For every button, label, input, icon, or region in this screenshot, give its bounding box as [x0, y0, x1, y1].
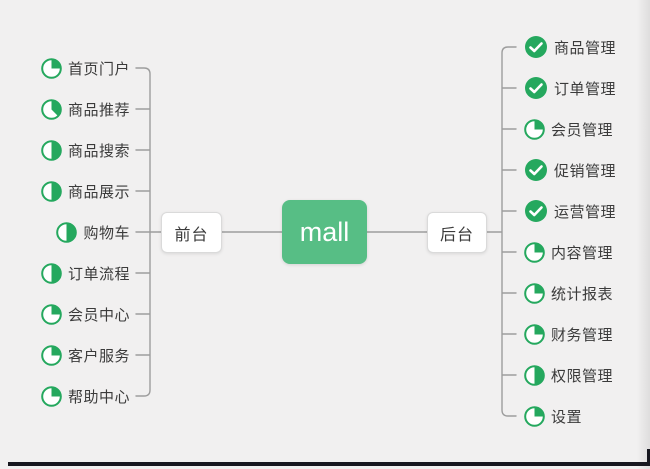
- progress-pie-icon: [41, 262, 62, 284]
- mindmap-topic[interactable]: 帮助中心: [41, 383, 130, 409]
- mindmap-topic[interactable]: 权限管理: [524, 362, 613, 388]
- branch-node-label: 后台: [439, 226, 474, 244]
- mindmap-topic[interactable]: 订单管理: [524, 75, 616, 101]
- mindmap-topic[interactable]: 商品搜索: [41, 137, 130, 163]
- progress-pie-icon: [524, 323, 545, 345]
- window-edge-bottom: [8, 462, 650, 466]
- progress-pie-icon: [41, 98, 62, 120]
- topic-label: 帮助中心: [67, 388, 130, 406]
- progress-pie-icon: [524, 241, 545, 263]
- topic-label: 会员中心: [67, 306, 130, 324]
- progress-pie-icon: [41, 139, 62, 161]
- topic-label: 内容管理: [551, 244, 614, 262]
- branch-node-backend[interactable]: 后台: [427, 212, 487, 253]
- topic-label: 客户服务: [67, 347, 130, 365]
- check-done-icon: [524, 76, 548, 100]
- mindmap-topic[interactable]: 购物车: [56, 219, 130, 245]
- mindmap-topic[interactable]: 财务管理: [524, 321, 613, 347]
- check-done-icon: [524, 158, 548, 182]
- topic-label: 商品展示: [67, 183, 130, 201]
- mindmap-topic[interactable]: 会员管理: [524, 116, 613, 142]
- mindmap-topic[interactable]: 内容管理: [524, 239, 613, 265]
- progress-pie-icon: [56, 221, 78, 243]
- topic-label: 订单管理: [554, 80, 617, 98]
- mindmap-topic[interactable]: 订单流程: [41, 260, 130, 286]
- progress-pie-icon: [524, 364, 545, 386]
- progress-pie-icon: [41, 344, 62, 366]
- check-done-icon: [524, 199, 548, 223]
- mindmap-topic[interactable]: 客户服务: [41, 342, 130, 368]
- topic-label: 购物车: [83, 224, 130, 242]
- topic-label: 统计报表: [551, 285, 614, 303]
- topic-label: 会员管理: [551, 121, 614, 139]
- mindmap-topic[interactable]: 统计报表: [524, 280, 613, 306]
- topic-label: 设置: [551, 408, 583, 426]
- progress-pie-icon: [524, 118, 545, 140]
- topic-label: 商品搜索: [67, 142, 130, 160]
- branch-node-frontend[interactable]: 前台: [161, 212, 222, 253]
- topic-label: 订单流程: [67, 265, 130, 283]
- progress-pie-icon: [41, 180, 62, 202]
- topic-label: 财务管理: [551, 326, 614, 344]
- topic-label: 权限管理: [551, 367, 614, 385]
- branch-node-label: 前台: [174, 226, 209, 244]
- mindmap-topic[interactable]: 商品推荐: [41, 96, 130, 122]
- progress-pie-icon: [524, 282, 545, 304]
- mindmap-topic[interactable]: 设置: [524, 403, 582, 429]
- mindmap-topic[interactable]: 商品管理: [524, 34, 616, 60]
- mindmap-topic[interactable]: 促销管理: [524, 157, 616, 183]
- root-node-label: mall: [299, 216, 350, 247]
- progress-pie-icon: [41, 57, 62, 79]
- progress-pie-icon: [524, 405, 545, 427]
- mindmap-topic[interactable]: 商品展示: [41, 178, 130, 204]
- root-node-mall[interactable]: mall: [282, 200, 367, 264]
- topic-label: 商品管理: [554, 39, 617, 57]
- topic-label: 促销管理: [554, 162, 617, 180]
- topic-label: 首页门户: [67, 60, 130, 78]
- window-edge-corner: [647, 449, 650, 466]
- progress-pie-icon: [41, 303, 62, 325]
- mindmap-topic[interactable]: 会员中心: [41, 301, 130, 327]
- mindmap-topic[interactable]: 运营管理: [524, 198, 616, 224]
- topic-label: 商品推荐: [67, 101, 130, 119]
- mindmap-topic[interactable]: 首页门户: [41, 55, 130, 81]
- topic-label: 运营管理: [554, 203, 617, 221]
- check-done-icon: [524, 35, 548, 59]
- progress-pie-icon: [41, 385, 62, 407]
- window-edge-right: [637, 0, 650, 469]
